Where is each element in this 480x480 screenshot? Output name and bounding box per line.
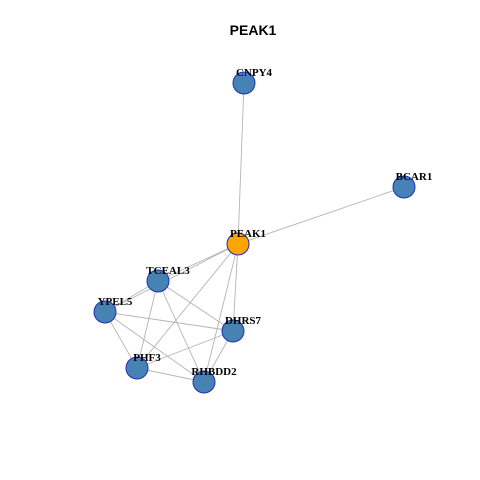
edge-peak1-tceal3 [157,243,239,282]
edge-tceal3-dhrs7 [157,280,234,332]
node-label-rhbdd2: RHBDD2 [191,366,237,378]
edge-tceal3-phf3 [136,280,159,369]
edge-peak1-bcar1 [237,186,405,245]
node-cnpy4 [232,71,256,95]
node-label-bcar1: BCAR1 [396,171,433,183]
edge-tceal3-rhbdd2 [157,280,205,383]
edge-ypel5-rhbdd2 [104,311,205,383]
graph-title: PEAK1 [230,22,277,38]
node-label-cnpy4: CNPY4 [236,67,273,79]
node-label-phf3: PHF3 [133,352,161,364]
node-dhrs7 [221,319,245,343]
edge-peak1-phf3 [136,243,239,369]
node-phf3 [125,356,149,380]
nodes-layer [93,71,416,394]
edge-peak1-rhbdd2 [203,243,239,383]
node-ypel5 [93,300,117,324]
node-label-ypel5: YPEL5 [98,296,133,308]
node-label-peak1: PEAK1 [230,228,266,240]
edge-ypel5-dhrs7 [104,311,234,332]
edge-peak1-ypel5 [104,243,239,313]
node-rhbdd2 [192,370,216,394]
node-label-dhrs7: DHRS7 [225,315,262,327]
node-peak1 [226,232,250,256]
edge-peak1-cnpy4 [237,82,245,245]
edge-peak1-dhrs7 [232,243,239,332]
node-bcar1 [392,175,416,199]
node-label-tceal3: TCEAL3 [146,265,190,277]
edge-dhrs7-phf3 [136,330,234,369]
node-tceal3 [146,269,170,293]
labels-layer: CNPY4BCAR1PEAK1TCEAL3YPEL5DHRS7PHF3RHBDD… [98,67,433,378]
